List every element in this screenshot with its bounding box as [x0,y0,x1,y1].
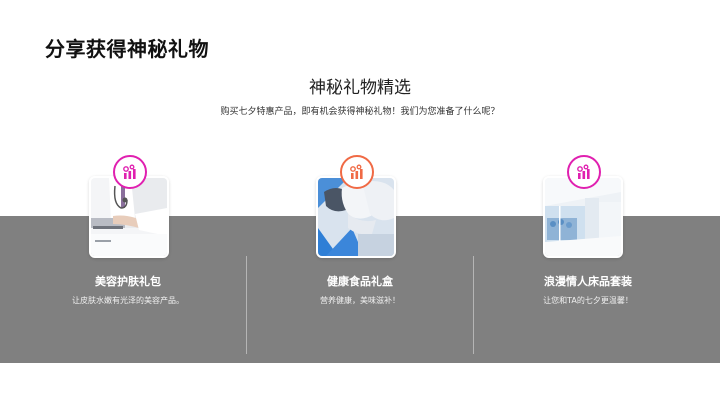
gift-card-health: 健康食品礼盒 营养健康，美味滋补！ [260,0,460,405]
column-divider [246,256,247,354]
gift-title: 浪漫情人床品套装 [544,275,632,288]
section-description: 购买七夕特惠产品，即有机会获得神秘礼物！我们为您准备了什么呢？ [220,107,500,117]
gift-card-beauty: 美容护肤礼包 让皮肤水嫩有光泽的美容产品。 [28,0,228,405]
column-divider [473,256,474,354]
section-title: 神秘礼物精选 [309,78,411,98]
gift-chart-icon [567,155,601,189]
page-title: 分享获得神秘礼物 [45,37,209,61]
gift-title: 美容护肤礼包 [95,275,161,288]
gift-card-bedding: 浪漫情人床品套装 让您和TA的七夕更温馨！ [488,0,688,405]
gift-chart-icon [340,155,374,189]
gift-description: 让您和TA的七夕更温馨！ [543,296,633,305]
gift-chart-icon [113,155,147,189]
gift-description: 营养健康，美味滋补！ [320,296,400,305]
lab-gloves-photo [316,176,396,258]
clean-room-photo [543,176,623,258]
gift-description: 让皮肤水嫩有光泽的美容产品。 [72,296,184,305]
gift-title: 健康食品礼盒 [327,275,393,288]
